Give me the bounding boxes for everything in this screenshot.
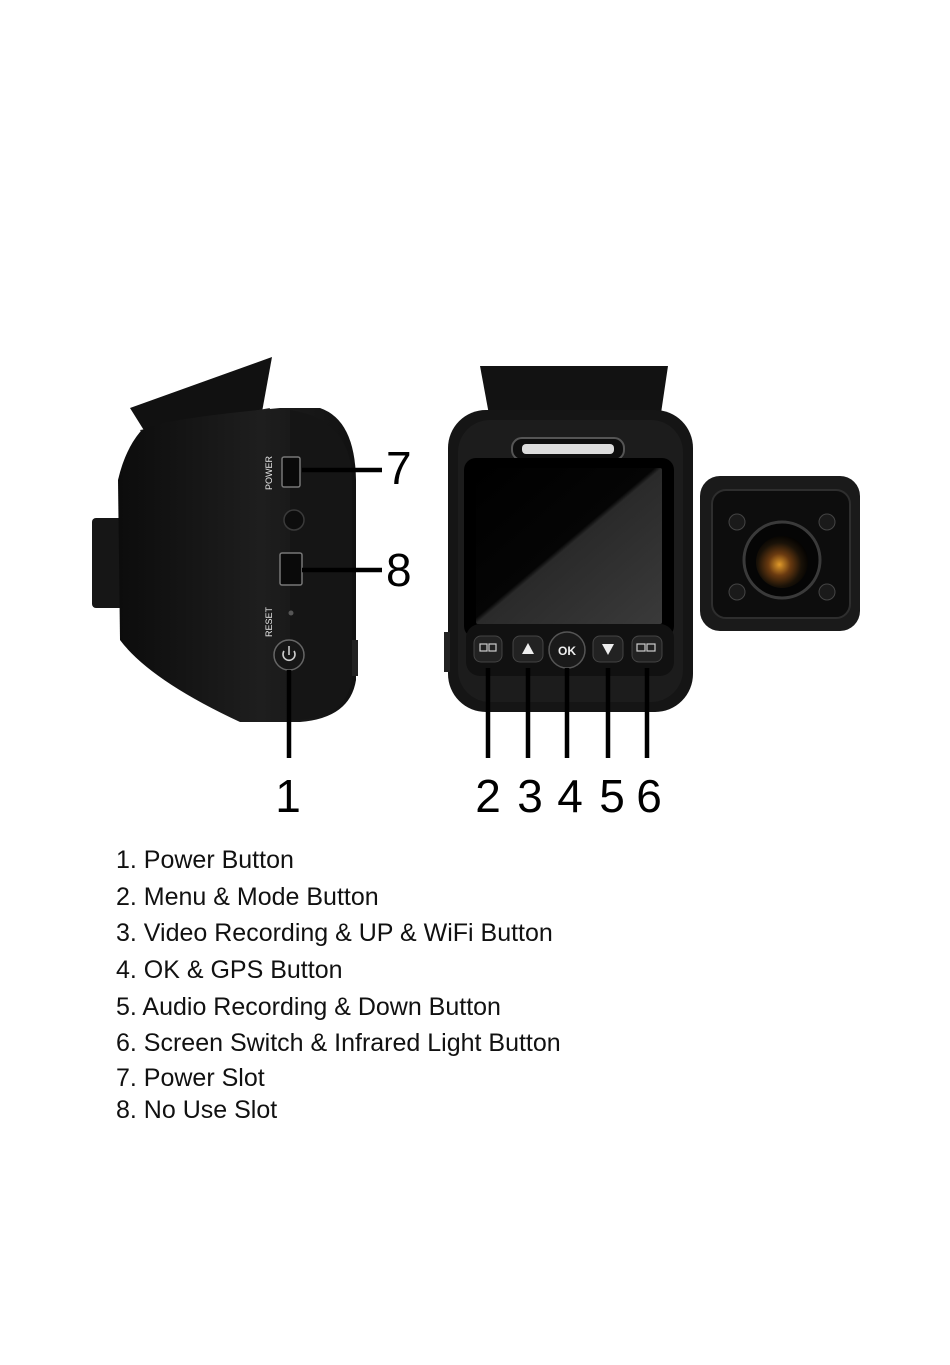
down-button	[593, 636, 623, 662]
no-use-slot	[280, 553, 302, 585]
side-button	[284, 510, 304, 530]
callout-8: 8	[386, 544, 412, 596]
ir-led	[819, 584, 835, 600]
legend-list: 1. Power Button 2. Menu & Mode Button 3.…	[116, 842, 561, 1126]
ir-led	[819, 514, 835, 530]
ir-led	[729, 584, 745, 600]
up-button	[513, 636, 543, 662]
legend-item: 2. Menu & Mode Button	[116, 879, 561, 916]
legend-item: 4. OK & GPS Button	[116, 952, 561, 989]
power-port	[282, 457, 300, 487]
ir-led	[729, 514, 745, 530]
dash-cam-diagram: POWER RESET OK	[0, 0, 950, 830]
legend-item: 5. Audio Recording & Down Button	[116, 989, 561, 1026]
callout-1: 1	[275, 770, 301, 822]
ok-button: OK	[549, 632, 585, 668]
callout-6: 6	[636, 770, 662, 822]
legend-item: 8. No Use Slot	[116, 1094, 561, 1126]
callout-3: 3	[517, 770, 543, 822]
callout-7: 7	[386, 442, 412, 494]
legend-item: 7. Power Slot	[116, 1062, 561, 1094]
legend-item: 6. Screen Switch & Infrared Light Button	[116, 1025, 561, 1062]
callout-2: 2	[475, 770, 501, 822]
legend-item: 3. Video Recording & UP & WiFi Button	[116, 915, 561, 952]
reset-hole	[289, 611, 294, 616]
screen-switch-button	[632, 636, 662, 662]
callout-5: 5	[599, 770, 625, 822]
callout-4: 4	[557, 770, 583, 822]
reset-label: RESET	[264, 606, 274, 637]
power-port-label: POWER	[264, 455, 274, 490]
front-view: OK	[444, 366, 860, 712]
legend-item: 1. Power Button	[116, 842, 561, 879]
side-view: POWER RESET	[92, 357, 358, 722]
menu-mode-button	[474, 636, 502, 662]
svg-text:OK: OK	[558, 644, 576, 658]
rear-lens	[756, 536, 808, 588]
screen	[476, 468, 662, 624]
